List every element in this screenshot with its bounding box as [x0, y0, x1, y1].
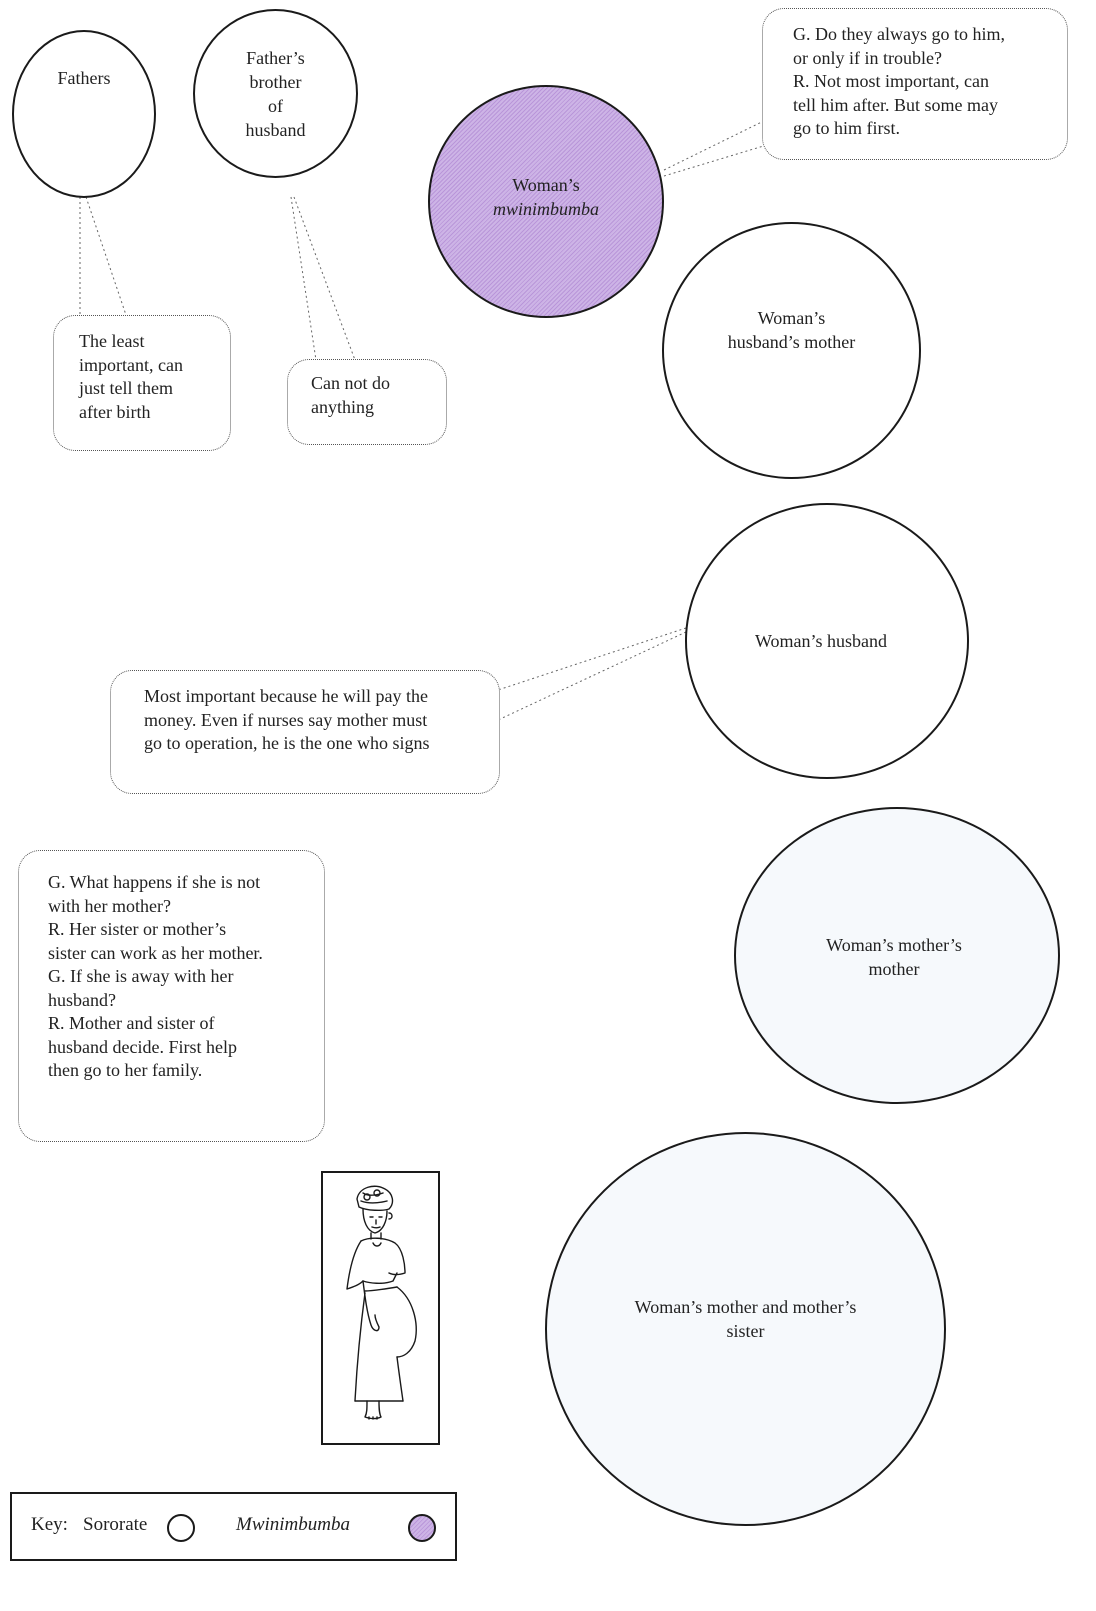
label-line: husband’s mother: [727, 332, 856, 352]
note-line: G. What happens if she is not: [48, 872, 261, 892]
node-mothers-mother: Woman’s mother’s mother: [734, 807, 1060, 1104]
node-fathers: Fathers: [12, 30, 156, 198]
label-line: mwinimbumba: [492, 198, 599, 219]
note-line: G. If she is away with her: [48, 966, 234, 986]
legend-mwinimbumba-swatch: [408, 1514, 436, 1542]
connector-fathers-brother: [290, 196, 356, 361]
label-line: brother: [249, 71, 302, 92]
label-line: Woman’s mother and mother’s: [634, 1297, 857, 1317]
connector-fathers: [79, 196, 127, 330]
note-line: Can not do: [311, 373, 390, 393]
node-husband: Woman’s husband: [685, 503, 969, 779]
label-line: Woman’s: [512, 174, 580, 195]
node-mothers-mother-label: Woman’s mother’s mother: [826, 933, 962, 981]
label-line: husband: [245, 119, 306, 140]
pregnant-woman-icon: [346, 1185, 417, 1420]
note-line: just tell them: [79, 378, 173, 398]
node-mother-and-sister-label: Woman’s mother and mother’s sister: [635, 1295, 857, 1343]
note-husband: Most important because he will pay the m…: [110, 670, 500, 794]
note-line: husband decide. First help: [48, 1036, 237, 1057]
node-fathers-brother: Father’s brother of husband: [193, 9, 358, 178]
legend-key-label: Key:: [31, 1514, 68, 1535]
note-line: then go to her family.: [48, 1060, 203, 1080]
node-fathers-label: Fathers: [58, 66, 111, 90]
note-line: The least: [79, 331, 145, 351]
note-line: or only if in trouble?: [793, 47, 942, 68]
connector-husband: [497, 627, 687, 721]
note-line: R. Mother and sister of: [48, 1013, 215, 1033]
note-fathers: The least important, can just tell them …: [53, 315, 231, 451]
node-mwinimbumba-label: Woman’s mwinimbumba: [493, 173, 599, 221]
note-line: sister can work as her mother.: [48, 942, 263, 963]
label-line: Woman’s husband: [754, 631, 888, 651]
note-line: R. Her sister or mother’s: [48, 919, 227, 939]
label-line: Father’s: [246, 47, 305, 68]
note-line: husband?: [48, 989, 116, 1010]
note-mother: G. What happens if she is not with her m…: [18, 850, 325, 1142]
note-fathers-brother: Can not do anything: [287, 359, 447, 445]
node-mwinimbumba: Woman’s mwinimbumba: [428, 85, 664, 318]
note-line: go to operation, he is the one who signs: [144, 733, 430, 753]
note-line: go to him first.: [793, 118, 900, 138]
node-husbands-mother-label: Woman’s husband’s mother: [728, 306, 856, 354]
connector-mwinimbumba: [663, 111, 791, 177]
note-line: G. Do they always go to him,: [793, 24, 1005, 44]
label-line: sister: [726, 1321, 765, 1341]
note-line: Most important because he will pay the: [144, 686, 428, 706]
node-husband-label: Woman’s husband: [755, 629, 887, 653]
note-line: with her mother?: [48, 895, 171, 916]
node-husbands-mother: Woman’s husband’s mother: [662, 222, 921, 479]
note-line: money. Even if nurses say mother must: [144, 709, 428, 730]
legend-key: Key: Sororate Mwinimbumba: [10, 1492, 457, 1561]
legend-sororate-label: Sororate: [83, 1514, 148, 1535]
note-line: after birth: [79, 401, 151, 422]
label-line: Woman’s mother’s: [826, 935, 962, 955]
note-line: tell him after. But some may: [793, 94, 998, 115]
legend-mwinimbumba-label: Mwinimbumba: [236, 1514, 350, 1535]
note-mwinimbumba: G. Do they always go to him, or only if …: [762, 8, 1068, 160]
label-line: mother: [868, 959, 920, 979]
pregnant-woman-figure: [321, 1171, 440, 1445]
note-line: important, can: [79, 354, 183, 375]
legend-sororate-swatch: [167, 1514, 195, 1542]
label-line: of: [268, 95, 283, 116]
label-line: Woman’s: [757, 308, 826, 328]
node-fathers-brother-label: Father’s brother of husband: [246, 46, 306, 142]
label-line: Fathers: [57, 68, 111, 88]
note-line: anything: [311, 396, 374, 417]
note-line: R. Not most important, can: [793, 71, 989, 91]
node-mother-and-sister: Woman’s mother and mother’s sister: [545, 1132, 946, 1526]
